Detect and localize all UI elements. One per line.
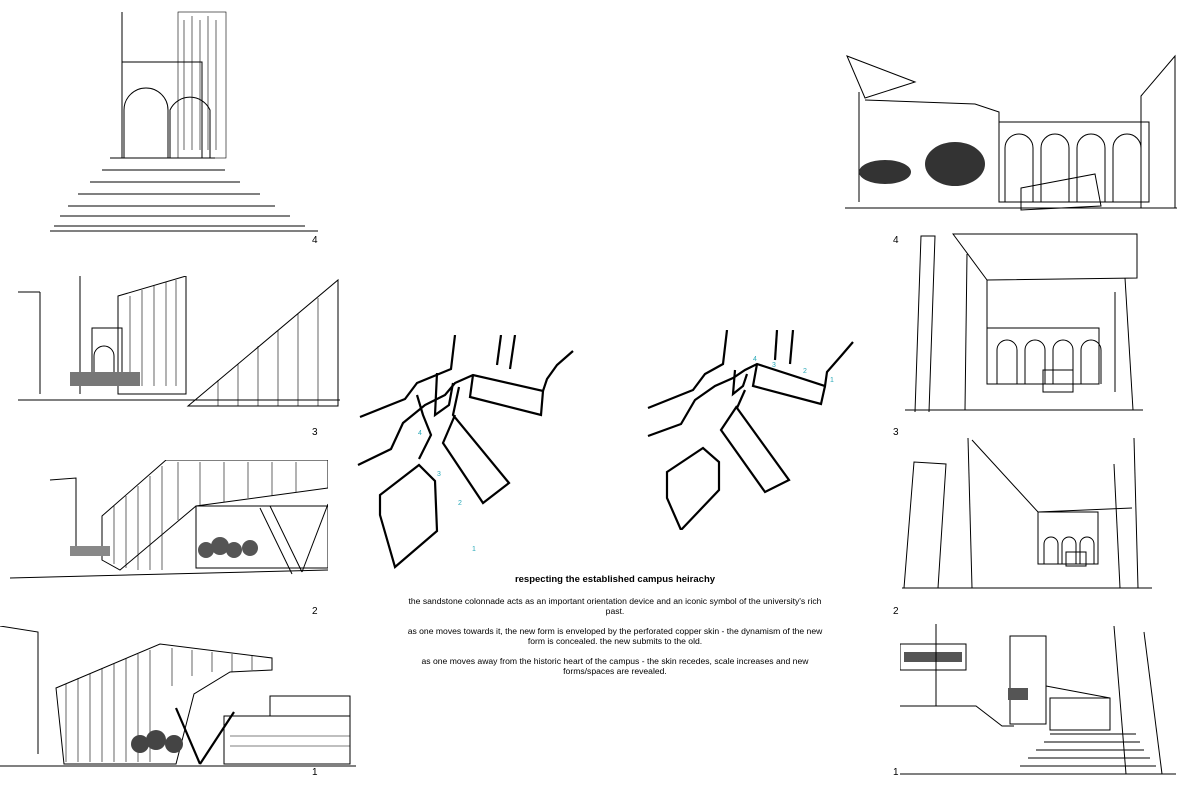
plan-right-marker-1: 1 — [830, 377, 834, 384]
plan-right-marker-4: 4 — [753, 356, 757, 363]
left-view-4-number: 4 — [312, 235, 318, 246]
left-view-3-sketch — [18, 276, 340, 408]
right-view-4-sketch — [845, 52, 1177, 212]
left-view-2-sketch — [10, 460, 328, 580]
right-view-3-sketch — [905, 232, 1143, 414]
plan-left-marker-3: 3 — [437, 471, 441, 478]
description-text-block: respecting the established campus heirac… — [400, 575, 830, 686]
right-view-2-sketch — [902, 434, 1152, 592]
site-plan-left — [355, 335, 580, 570]
right-view-3-number: 3 — [893, 427, 899, 438]
description-heading: respecting the established campus heirac… — [514, 574, 716, 585]
description-paragraph-2: as one moves towards it, the new form is… — [407, 626, 823, 646]
plan-right-marker-2: 2 — [803, 368, 807, 375]
left-view-1-sketch — [0, 626, 356, 768]
right-view-1-sketch — [900, 622, 1176, 776]
site-plan-right — [645, 330, 860, 530]
left-view-2-number: 2 — [312, 606, 318, 617]
description-paragraph-1: the sandstone colonnade acts as an impor… — [408, 596, 822, 616]
left-view-1-number: 1 — [312, 767, 318, 778]
left-view-3-number: 3 — [312, 427, 318, 438]
right-view-4-number: 4 — [893, 235, 899, 246]
description-paragraph-3: as one moves away from the historic hear… — [421, 656, 809, 676]
right-view-1-number: 1 — [893, 767, 899, 778]
left-view-4-sketch — [50, 10, 320, 232]
right-view-2-number: 2 — [893, 606, 899, 617]
plan-left-marker-2: 2 — [458, 500, 462, 507]
plan-left-marker-1: 1 — [472, 546, 476, 553]
plan-right-marker-3: 3 — [772, 362, 776, 369]
plan-left-marker-4: 4 — [418, 430, 422, 437]
